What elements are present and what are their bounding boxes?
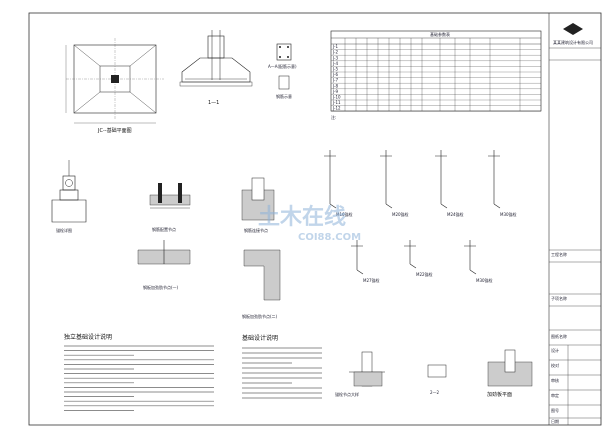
watermark: 土木在线 COI88.COM (258, 204, 361, 243)
table-row-id: J-8 (332, 83, 338, 88)
bolt-label: M24锚栓 (447, 211, 464, 217)
anchor-bolt: M30锚栓 (488, 150, 517, 217)
table-row-id: J-10 (332, 95, 341, 100)
table-row-id: J-9 (332, 89, 338, 94)
title-block-label: 日期 (551, 418, 559, 424)
bolt-label: M20锚栓 (392, 211, 409, 217)
table-row-id: J-2 (332, 50, 338, 55)
anchor-bolt-details: M16锚栓 M20锚栓 M24锚栓 M30锚栓 M27锚栓 M22锚栓 M30锚栓 (324, 150, 517, 283)
watermark-sub: COI88.COM (298, 232, 361, 243)
plan-label: JC--基础平面图 (97, 127, 132, 134)
title-block-label: 图纸名称 (551, 333, 567, 339)
notes-right-title: 基础设计说明 (242, 334, 278, 342)
detail-node-1: 钢筋配置节点 (149, 183, 191, 232)
table-note: 注: (331, 114, 336, 120)
detail-4-label: 钢板加劲肋节点(二) (242, 313, 278, 319)
title-block-label: 图号 (551, 407, 559, 413)
detail-node-4: 钢板加劲肋节点(二) (242, 249, 281, 319)
sheet-border (28, 12, 602, 426)
table-row-id: J-7 (332, 78, 338, 83)
plan-bottom-label: 加劲板平面 (487, 391, 512, 398)
foundation-plan: JC--基础平面图 (65, 38, 164, 134)
anchor-bolt: M27锚栓 (351, 240, 380, 283)
detail-1-label: 钢筋配置节点 (152, 226, 176, 232)
parameter-table: 基础参数表 J-1J-2J-3J-4J-5J-6J-7J-8J-9J-10J-1… (330, 30, 542, 112)
table-row-id: J-1 (332, 44, 338, 49)
title-block-label: 审核 (551, 377, 559, 383)
section-a-a: A—A(配筋示意) 钢筋示意 (268, 43, 297, 99)
anchor-main-label: 锚栓详图 (56, 227, 72, 233)
title-block-label: 设计 (551, 347, 559, 353)
table-row-id: J-12 (332, 106, 341, 111)
notes-right: 基础设计说明 (242, 334, 322, 399)
table-row-id: J-5 (332, 67, 338, 72)
notes-left-title: 独立基础设计说明 (64, 333, 112, 341)
bolt-label: M27锚栓 (363, 277, 380, 283)
title-block-label: 子项名称 (551, 295, 567, 301)
detail-node-3: 钢板加劲肋节点(一) (137, 240, 191, 290)
anchor-bolt: M16锚栓 (324, 150, 353, 217)
stiffener-plan: 加劲板平面 (487, 349, 533, 398)
column-base-detail: 锚栓详图 (51, 160, 87, 233)
company-name: 某某建筑设计有限公司 (553, 39, 593, 45)
anchor-bolt: M20锚栓 (380, 150, 409, 217)
company-logo (563, 23, 583, 35)
anchor-section-label: 锚栓节点大样 (335, 391, 359, 397)
detail-3-label: 钢板加劲肋节点(一) (143, 284, 179, 290)
anchor-bolt: M24锚栓 (435, 150, 464, 217)
watermark-main: 土木在线 (258, 204, 346, 230)
bolt-label: M22锚栓 (416, 271, 433, 277)
table-title: 基础参数表 (430, 31, 450, 37)
detail-2-label: 钢筋连接节点 (244, 227, 268, 233)
detail-small-label: 钢筋示意 (276, 93, 292, 99)
bolt-label: M30锚栓 (476, 277, 493, 283)
notes-left: 独立基础设计说明 (64, 333, 214, 411)
section-2-2-label: 2—2 (430, 390, 440, 395)
bolt-label: M16锚栓 (336, 211, 353, 217)
section-a-a-label: A—A(配筋示意) (268, 63, 297, 69)
anchor-bolt: M30锚栓 (464, 240, 493, 283)
section-1-1-label: 1—1 (208, 100, 219, 106)
section-2-2: 2—2 (427, 364, 447, 395)
table-row-id: J-6 (332, 72, 338, 77)
title-block-label: 审定 (551, 392, 559, 398)
anchor-section-detail: 锚栓节点大样 (335, 351, 385, 397)
section-1-1: 1—1 (179, 30, 253, 106)
title-block-label: 工程名称 (551, 251, 567, 257)
anchor-bolt: M22锚栓 (404, 240, 433, 277)
title-block-label: 校对 (551, 362, 559, 368)
table-row-id: J-4 (332, 61, 338, 66)
table-row-id: J-11 (332, 100, 341, 105)
bolt-label: M30锚栓 (500, 211, 517, 217)
table-row-id: J-3 (332, 55, 338, 60)
detail-node-2: 钢筋连接节点 (241, 177, 275, 233)
